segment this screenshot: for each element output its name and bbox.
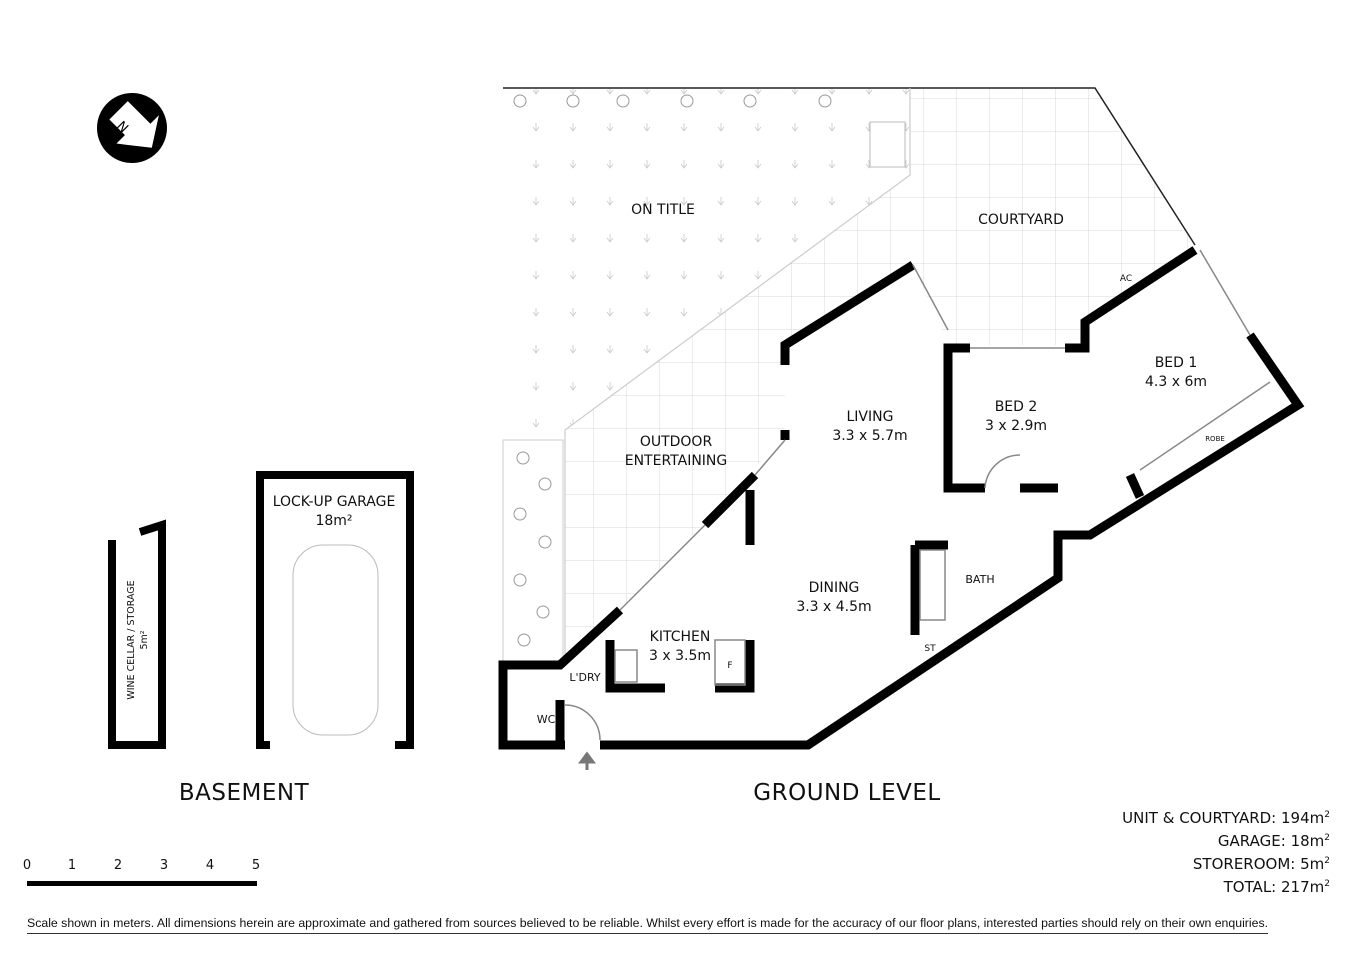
bed2-size: 3 x 2.9m bbox=[985, 418, 1047, 434]
planter bbox=[502, 439, 564, 663]
scale-bar bbox=[27, 881, 257, 886]
kitchen-name: KITCHEN bbox=[649, 629, 711, 645]
scale-tick: 0 bbox=[22, 858, 32, 873]
label-fridge: F bbox=[727, 661, 733, 671]
area-row: TOTAL: 217m2 bbox=[1223, 878, 1330, 896]
north-arrow-icon bbox=[97, 93, 167, 163]
steps bbox=[869, 121, 906, 168]
cellar-size: 5m² bbox=[139, 630, 150, 650]
label-robe: ROBE bbox=[1205, 435, 1225, 443]
living-name: LIVING bbox=[846, 409, 894, 425]
courtyard-area bbox=[565, 88, 1195, 665]
bed1-name: BED 1 bbox=[1154, 355, 1198, 371]
scale-tick: 3 bbox=[159, 858, 169, 873]
dining-name: DINING bbox=[808, 580, 860, 596]
disclaimer: Scale shown in meters. All dimensions he… bbox=[27, 916, 1269, 934]
cellar-walls bbox=[108, 519, 166, 749]
on-title-area bbox=[503, 88, 910, 430]
garage-size: 18m² bbox=[315, 513, 353, 529]
label-garage: LOCK-UP GARAGE 18m² bbox=[273, 493, 396, 531]
label-wc: WC bbox=[536, 713, 556, 726]
area-row: UNIT & COURTYARD: 194m2 bbox=[1122, 809, 1330, 827]
living-size: 3.3 x 5.7m bbox=[832, 428, 908, 444]
section-basement: BASEMENT bbox=[178, 780, 310, 806]
label-bed2: BED 2 3 x 2.9m bbox=[985, 398, 1047, 436]
label-laundry: L'DRY bbox=[569, 671, 601, 684]
label-bed1: BED 1 4.3 x 6m bbox=[1145, 354, 1207, 392]
label-outdoor: OUTDOOR ENTERTAINING bbox=[624, 434, 728, 469]
section-ground: GROUND LEVEL bbox=[753, 780, 941, 806]
bed1-size: 4.3 x 6m bbox=[1145, 374, 1207, 390]
dining-size: 3.3 x 4.5m bbox=[796, 599, 872, 615]
label-living: LIVING 3.3 x 5.7m bbox=[832, 408, 907, 446]
entry-arrow-icon bbox=[578, 751, 596, 770]
label-st: ST bbox=[924, 644, 936, 654]
scale-tick: 4 bbox=[205, 858, 215, 873]
garage-name: LOCK-UP GARAGE bbox=[272, 494, 396, 510]
car-icon bbox=[292, 544, 379, 736]
label-kitchen: KITCHEN 3 x 3.5m bbox=[649, 628, 711, 666]
cellar-name: WINE CELLAR / STORAGE bbox=[126, 580, 137, 700]
plants bbox=[513, 94, 832, 647]
area-summary: UNIT & COURTYARD: 194m2 GARAGE: 18m2 STO… bbox=[1122, 805, 1330, 897]
scale-tick: 1 bbox=[67, 858, 77, 873]
area-row: GARAGE: 18m2 bbox=[1217, 832, 1330, 850]
label-courtyard: COURTYARD bbox=[978, 212, 1064, 228]
label-bath: BATH bbox=[965, 573, 995, 586]
label-dining: DINING 3.3 x 4.5m bbox=[796, 579, 871, 617]
scale-tick: 2 bbox=[113, 858, 123, 873]
bed2-name: BED 2 bbox=[994, 399, 1038, 415]
label-on-title: ON TITLE bbox=[631, 202, 695, 218]
area-row: STOREROOM: 5m2 bbox=[1192, 855, 1330, 873]
scale-tick: 5 bbox=[251, 858, 261, 873]
kitchen-size: 3 x 3.5m bbox=[649, 648, 711, 664]
garage-walls bbox=[256, 471, 414, 749]
label-ac: AC bbox=[1119, 274, 1133, 284]
